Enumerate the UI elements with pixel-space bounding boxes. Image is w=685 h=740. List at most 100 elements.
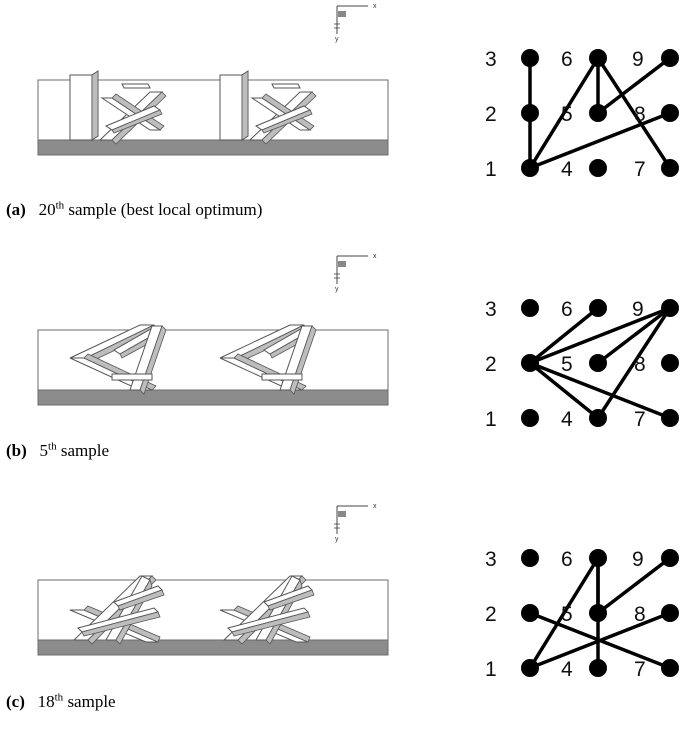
structure-render-c: xy [37, 503, 389, 656]
graph-node [589, 604, 607, 622]
node-label: 4 [561, 158, 573, 181]
strut [69, 74, 93, 141]
graph-edge [528, 306, 600, 365]
graph-node [521, 549, 539, 567]
caption-b: (b) 5th sample [6, 441, 109, 461]
node-label: 6 [561, 548, 573, 571]
structure-render-b: xy [37, 253, 389, 406]
node-label: 3 [485, 548, 497, 571]
substrate-base [37, 389, 389, 406]
node-label: 1 [485, 658, 497, 681]
graph-edge [596, 56, 672, 115]
node-label: 3 [485, 48, 497, 71]
graph-node [521, 409, 539, 427]
node-label: 2 [485, 103, 497, 126]
caption-tag: (c) [6, 692, 25, 711]
strut-shadow [111, 109, 163, 134]
axis-y-label: y [335, 36, 339, 43]
structure-render-a: xy [37, 3, 389, 156]
axis-y-label: y [335, 286, 339, 293]
substrate-base [37, 639, 389, 656]
node-label: 9 [632, 48, 644, 71]
node-label: 8 [634, 103, 646, 126]
graph-node [589, 549, 607, 567]
node-label: 1 [485, 408, 497, 431]
caption-ordinal: 20 [38, 200, 56, 219]
graph-node [521, 299, 539, 317]
node-label: 4 [561, 408, 573, 431]
graph-edge [596, 306, 672, 365]
graph-node [661, 549, 679, 567]
caption-text: sample [63, 692, 116, 711]
caption-text: sample [56, 441, 109, 460]
caption-text: sample (best local optimum) [64, 200, 263, 219]
graph-node [521, 104, 539, 122]
graph-node [589, 49, 607, 67]
graph-node [521, 49, 539, 67]
node-label: 5 [561, 103, 573, 126]
graph-node [661, 354, 679, 372]
graph-edge [596, 556, 672, 615]
graph-edge [596, 56, 672, 170]
node-label: 9 [632, 548, 644, 571]
node-label: 5 [561, 353, 573, 376]
graph-node [661, 299, 679, 317]
node-label: 3 [485, 298, 497, 321]
axis-x-label: x [373, 503, 377, 510]
axis-x-label: x [373, 3, 377, 10]
substrate-base [37, 139, 389, 156]
node-label: 1 [485, 158, 497, 181]
graph-node [661, 409, 679, 427]
node-graph-c: 1 2 3 4 5 6 7 8 9 [485, 548, 679, 681]
graph-edge [528, 56, 600, 170]
strut [111, 373, 153, 381]
graph-node [589, 354, 607, 372]
node-label: 4 [561, 658, 573, 681]
node-label: 2 [485, 603, 497, 626]
graph-node [661, 159, 679, 177]
caption-a: (a) 20th sample (best local optimum) [6, 200, 262, 220]
node-label: 7 [634, 408, 646, 431]
strut-shadow [81, 611, 161, 637]
strut-shadow [267, 589, 315, 611]
graph-edge [528, 306, 672, 365]
graph-node [589, 159, 607, 177]
strut [271, 83, 301, 89]
node-label: 7 [634, 158, 646, 181]
node-label: 9 [632, 298, 644, 321]
node-graph-a: 1 2 3 4 5 6 7 8 9 [485, 48, 679, 181]
node-label: 5 [561, 603, 573, 626]
axis-triad: xy [334, 3, 377, 43]
node-label: 8 [634, 603, 646, 626]
strut-shadow [117, 589, 165, 611]
caption-tag: (a) [6, 200, 26, 219]
node-label: 8 [634, 353, 646, 376]
strut-shadow [261, 109, 313, 134]
graph-node [521, 604, 539, 622]
node-label: 6 [561, 48, 573, 71]
graph-edge [596, 306, 672, 420]
caption-sup: th [54, 691, 64, 704]
axis-y-label: y [335, 536, 339, 543]
graph-edge [528, 611, 672, 670]
axis-x-label: x [373, 253, 377, 260]
strut [121, 83, 151, 89]
strut-shadow [241, 70, 249, 141]
graph-node [661, 659, 679, 677]
node-label: 7 [634, 658, 646, 681]
graph-edge [528, 361, 600, 420]
graph-node [589, 659, 607, 677]
graph-edge [528, 556, 600, 670]
axis-triad: xy [334, 503, 377, 543]
caption-sup: th [55, 199, 65, 212]
graph-edge [528, 361, 672, 420]
graph-edge [528, 111, 672, 170]
caption-ordinal: 5 [39, 441, 49, 460]
caption-sup: th [48, 440, 57, 453]
caption-tag: (b) [6, 441, 27, 460]
graph-node [521, 159, 539, 177]
strut [261, 373, 303, 381]
